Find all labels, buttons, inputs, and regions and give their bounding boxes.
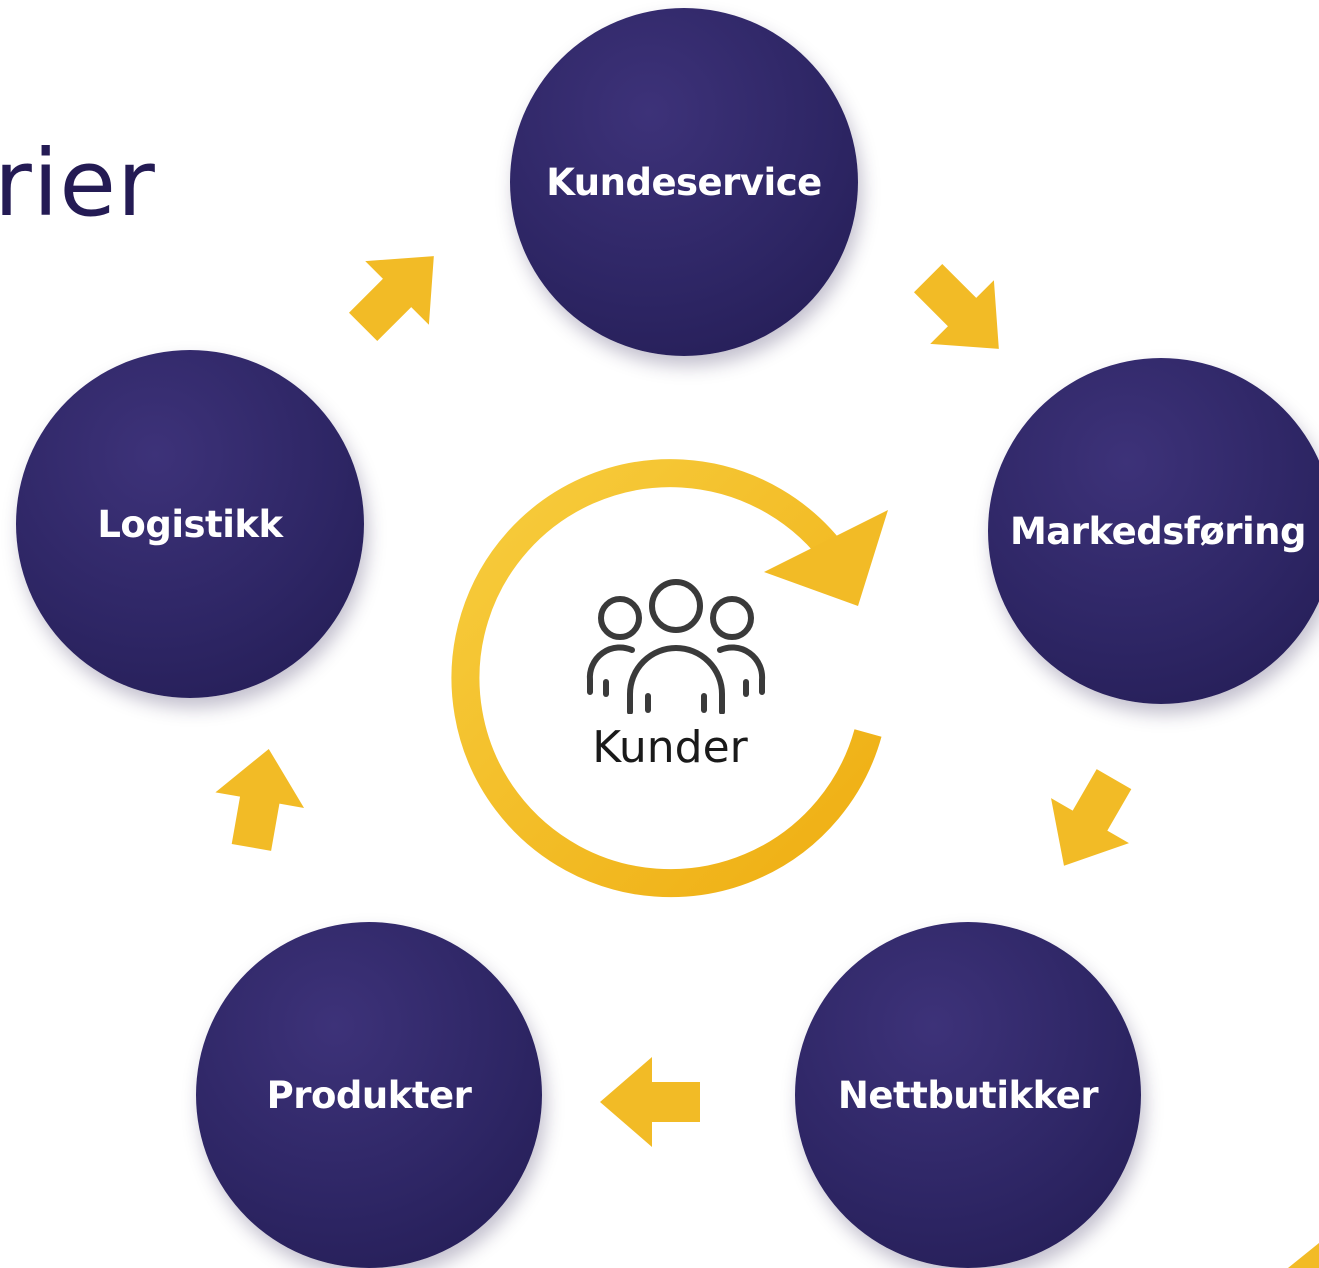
center-label: Kunder <box>592 722 748 773</box>
node-logistikk: Logistikk <box>16 350 364 698</box>
people-icon <box>586 579 766 714</box>
arrow-down-left-icon <box>1051 769 1132 866</box>
node-label: Markedsføring <box>1009 509 1307 553</box>
arrow-partial-icon <box>1288 1243 1319 1268</box>
cycle-ring-arrowhead-icon <box>764 510 888 606</box>
node-label: Logistikk <box>97 502 283 546</box>
node-kundeservice: Kundeservice <box>510 8 858 356</box>
node-label: Produkter <box>266 1073 472 1117</box>
arrow-down-right-icon <box>913 263 999 349</box>
node-markedsforing: Markedsføring <box>988 358 1319 704</box>
arrow-up-icon <box>215 748 305 851</box>
arrow-up-right-icon <box>348 256 434 342</box>
node-label: Nettbutikker <box>837 1073 1099 1117</box>
node-label: Kundeservice <box>546 160 822 204</box>
page-title: rier <box>0 130 156 237</box>
cycle-ring-icon <box>451 459 882 898</box>
node-nettbutikker: Nettbutikker <box>795 922 1141 1268</box>
node-produkter: Produkter <box>196 922 542 1268</box>
arrow-left-icon <box>600 1057 700 1147</box>
